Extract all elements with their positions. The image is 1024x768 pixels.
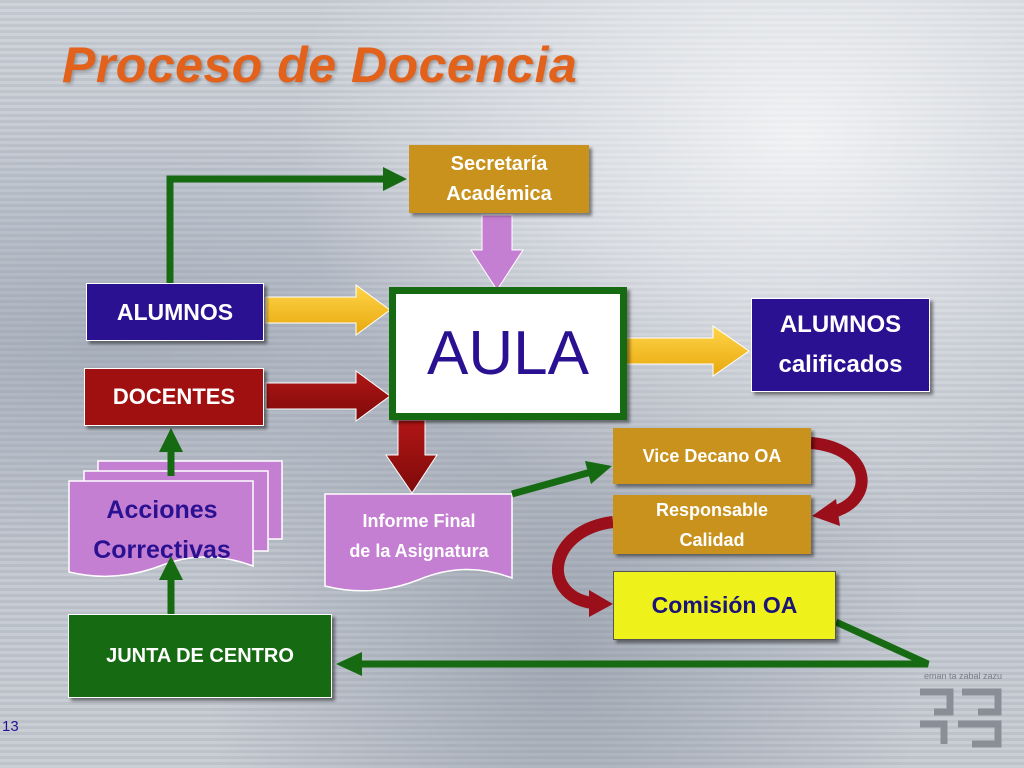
green-arrow-junta-acciones <box>159 556 183 614</box>
yellow-arrow-aula-alumnos-calificados <box>622 325 750 377</box>
alumnos-calificados-line-2: calificados <box>778 351 903 378</box>
acciones-document-stack <box>68 460 283 578</box>
acciones-line-1: Acciones <box>106 496 218 524</box>
red-arrow-aula-informe <box>385 419 438 494</box>
university-logo <box>920 688 1002 748</box>
green-connector-alumnos-secretaria <box>166 167 407 283</box>
secretaria-line-1: Secretaría <box>450 153 548 175</box>
responsable-calidad-box: Responsable Calidad <box>613 495 811 554</box>
informe-line-1: Informe Final <box>362 511 476 531</box>
alumnos-box: ALUMNOS <box>86 283 264 341</box>
green-arrow-acciones-docentes <box>159 428 183 476</box>
informe-document <box>324 493 513 592</box>
alumnos-calificados-box: ALUMNOS calificados <box>751 298 930 392</box>
logo-motto: eman ta zabal zazu <box>924 671 1003 681</box>
secretaria-academica-box: Secretaría Académica <box>409 145 589 213</box>
acciones-line-2: Correctivas <box>93 536 231 564</box>
page-number: 13 <box>2 718 19 735</box>
informe-line-2: de la Asignatura <box>349 541 489 561</box>
comision-oa-box: Comisión OA <box>613 571 836 640</box>
vice-decano-box: Vice Decano OA <box>613 428 811 484</box>
lavender-arrow-secretaria-aula <box>470 214 524 291</box>
responsable-line-2: Calidad <box>679 529 745 550</box>
secretaria-line-2: Académica <box>446 183 552 205</box>
alumnos-calificados-line-1: ALUMNOS <box>779 311 902 338</box>
page-title: Proceso de Docencia <box>62 37 578 93</box>
curved-arrow-vice-responsable <box>810 437 868 526</box>
aula-box: AULA <box>389 287 627 420</box>
informe-final-label: Informe Final de la Asignatura <box>326 506 512 566</box>
red-arrow-docentes-aula <box>265 370 391 422</box>
green-arrow-informe-vice <box>511 461 612 498</box>
acciones-correctivas-label: Acciones Correctivas <box>70 490 254 570</box>
docentes-box: DOCENTES <box>84 368 264 426</box>
green-connector-comision-junta <box>336 618 930 676</box>
junta-de-centro-box: JUNTA DE CENTRO <box>68 614 332 698</box>
curved-arrow-responsable-comision <box>551 516 614 617</box>
responsable-line-1: Responsable <box>655 499 769 520</box>
yellow-arrow-alumnos-aula <box>265 284 391 336</box>
